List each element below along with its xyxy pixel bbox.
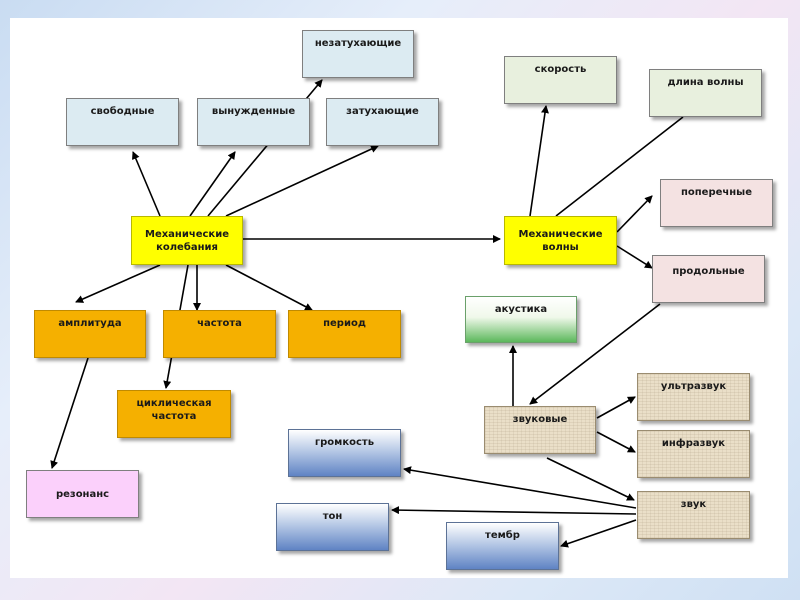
node-infrazvuk: инфразвук (637, 430, 750, 478)
arrow-to-ultrazvuk (596, 396, 636, 419)
arrow-to-zvukovye (529, 303, 661, 405)
node-mekh-volny: Механические волны (504, 216, 617, 265)
node-nezatukhayushchie: незатухающие (302, 30, 414, 78)
arrow-to-period (225, 264, 313, 311)
arrow-to-poperechnye (616, 195, 653, 233)
arrow-to-prodolnye (616, 245, 653, 269)
node-prodolnye: продольные (652, 255, 765, 303)
node-gromkost: громкость (288, 429, 401, 477)
node-tembr: тембр (446, 522, 559, 570)
arrow-to-rezonans (50, 357, 89, 469)
node-akustika: акустика (465, 296, 577, 343)
node-tsiklicheskaya-chastota: циклическая частота (117, 390, 231, 438)
node-mekh-kolebaniya: Механические колебания (131, 216, 243, 265)
arrow-to-zatukhayushchie (225, 145, 379, 217)
node-dlina-volny: длина волны (649, 69, 762, 117)
arrow-to-infrazvuk (596, 431, 636, 453)
arrow-to-vynuzhdennye (189, 151, 236, 217)
arrow-to-tembr (560, 519, 637, 548)
arrow-to-skorost (529, 105, 549, 217)
line-dlina-volny-to-mekh-volny (555, 116, 684, 217)
node-ton: тон (276, 503, 389, 551)
node-rezonans: резонанс (26, 470, 139, 518)
node-period: период (288, 310, 401, 358)
node-zatukhayushchie: затухающие (326, 98, 439, 146)
node-poperechnye: поперечные (660, 179, 773, 227)
node-amplituda: амплитуда (34, 310, 146, 358)
arrow-to-zvuk (546, 457, 635, 501)
node-zvuk: звук (637, 491, 750, 539)
arrow-to-amplituda (75, 264, 161, 303)
arrow-to-gromkost (403, 466, 637, 509)
node-chastota: частота (163, 310, 276, 358)
node-zvukovye: звуковые (484, 406, 596, 454)
node-svobodnye: свободные (66, 98, 179, 146)
arrow-to-svobodnye (132, 151, 161, 217)
node-skorost: скорость (504, 56, 617, 104)
node-ultrazvuk: ультразвук (637, 373, 750, 421)
node-vynuzhdennye: вынужденные (197, 98, 310, 146)
arrow-to-ton (391, 506, 637, 515)
